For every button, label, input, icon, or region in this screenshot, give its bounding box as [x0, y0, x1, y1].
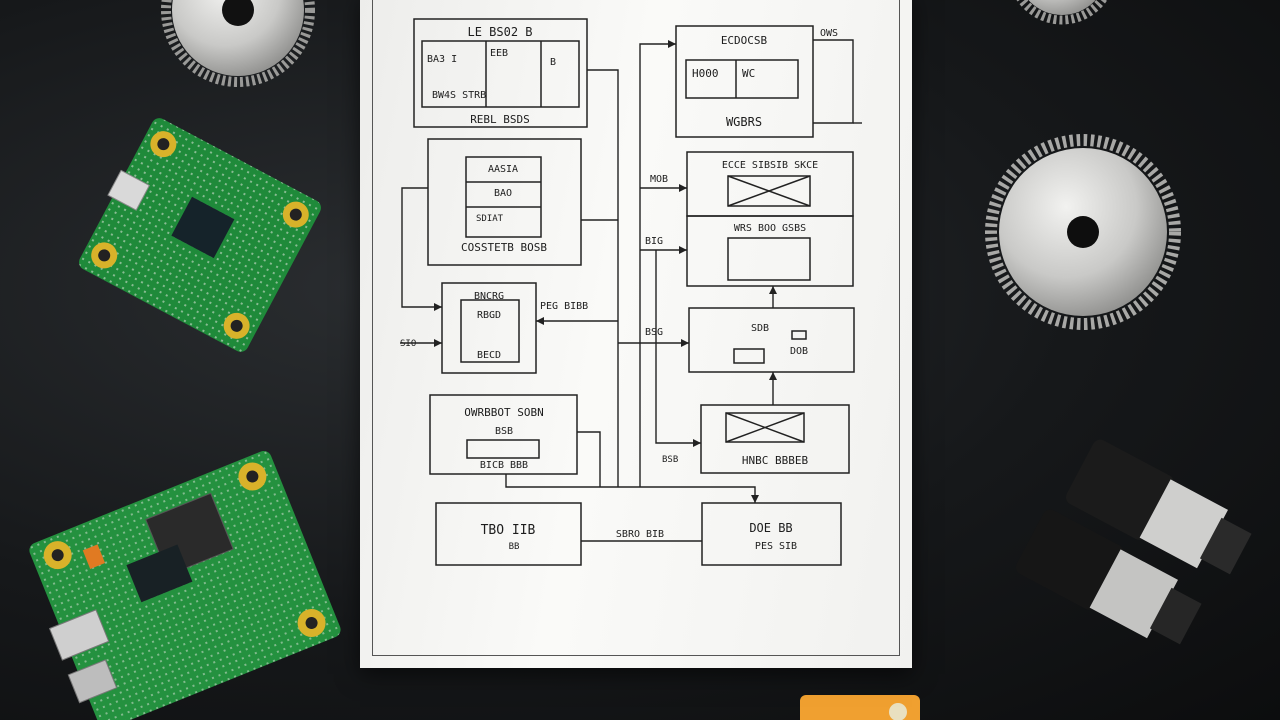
block-2-side: OWS — [820, 28, 838, 39]
pcb-board-top — [79, 118, 321, 352]
block-1-title: LE BS02 B — [467, 25, 532, 39]
block-3-row-2: SDIAT — [476, 214, 504, 224]
gear-right — [985, 134, 1181, 330]
block-7-line-2: DOB — [790, 346, 808, 357]
block-9-title: HNBC BBBEB — [742, 454, 809, 467]
block-3-sub: COSSTETB BOSB — [461, 241, 547, 254]
block-9-side: BSB — [662, 455, 678, 465]
block-2-title: ECDOCSB — [721, 34, 768, 47]
block-2: ECDOCSB H000 WC WGBRS OWS — [675, 25, 838, 138]
block-8-bottom: BICB BBB — [480, 460, 528, 471]
block-10: TBO IIB BB — [435, 502, 582, 566]
block-1-cell-1: BA3 I — [427, 54, 457, 65]
motor-bottom — [1015, 509, 1202, 645]
block-8-title: OWRBBOT SOBN — [464, 406, 543, 419]
block-8: OWRBBOT SOBN BSB BICB BBB — [429, 394, 578, 475]
block-6-right: PEG BIBB — [540, 301, 588, 312]
block-5-title: WRS BOO GSBS — [734, 223, 806, 234]
block-10-line-2: BB — [509, 542, 520, 552]
block-6-line-1: BNCRG — [474, 291, 504, 302]
block-4-side: MOB — [650, 174, 668, 185]
block-3-title: AASIA — [488, 164, 518, 175]
block-11: DOE BB PES SIB — [701, 502, 842, 566]
pcb-board-bottom — [29, 450, 341, 720]
block-9: HNBC BBBEB BSB — [662, 404, 850, 474]
block-6-line-3: BECD — [477, 350, 501, 361]
block-5-side: BIG — [645, 236, 663, 247]
gear-top-right — [1016, 0, 1108, 25]
block-11-title: DOE BB — [749, 521, 792, 535]
orange-board — [800, 695, 920, 720]
block-2-cell-2: WC — [742, 67, 755, 80]
motor-top — [1065, 439, 1252, 575]
block-6-line-2: RBGD — [477, 310, 501, 321]
block-6-left: SIO — [400, 339, 416, 349]
block-10-title: TBO IIB — [481, 523, 536, 538]
block-3-row-1: BAO — [494, 188, 512, 199]
block-7: SDB DOB BSG — [645, 307, 855, 373]
block-1-bottom: BW4S STRB — [432, 90, 486, 101]
block-2-sub: WGBRS — [726, 115, 762, 129]
block-7-title: SDB — [751, 323, 769, 334]
paper-frame — [372, 0, 900, 656]
block-8-line-2: BSB — [495, 426, 513, 437]
block-1: LE BS02 B BA3 I EEB B BW4S STRB REBL BSD… — [413, 18, 588, 128]
block-1-sub: REBL BSDS — [470, 113, 530, 126]
block-4-title: ECCE SIBSIB SKCE — [722, 160, 818, 171]
schematic-paper — [360, 0, 912, 668]
block-7-side: BSG — [645, 327, 663, 338]
block-1-cell-2: EEB — [490, 48, 508, 59]
block-1-cell-3: B — [550, 57, 556, 68]
block-4: ECCE SIBSIB SKCE MOB — [650, 151, 854, 217]
arrowheads — [434, 40, 777, 503]
block-11-line-2: PES SIB — [755, 541, 797, 552]
block-2-cell-1: H000 — [692, 67, 719, 80]
block-6: BNCRG RBGD BECD SIO PEG BIBB — [400, 282, 588, 374]
gear-top-left — [161, 0, 315, 87]
link-label: SBRO BIB — [616, 529, 664, 540]
block-3: AASIA BAO SDIAT COSSTETB BOSB — [427, 138, 582, 266]
block-5: WRS BOO GSBS BIG — [645, 215, 854, 287]
